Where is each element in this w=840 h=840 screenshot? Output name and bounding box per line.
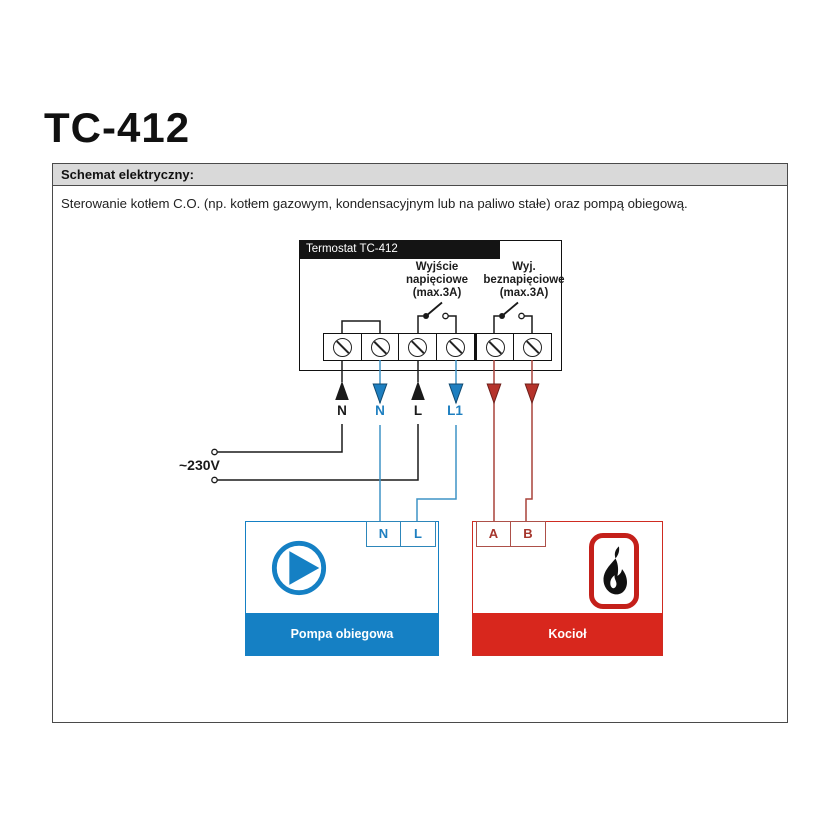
screw-icon <box>485 337 505 357</box>
terminal-2 <box>362 334 400 360</box>
dry-output-label: Wyj. beznapięciowe (max.3A) <box>473 261 575 300</box>
flame-icon <box>589 533 639 609</box>
pump-icon <box>271 540 327 596</box>
terminal-strip <box>323 333 552 361</box>
terminal-6 <box>514 334 551 360</box>
screw-icon <box>370 337 390 357</box>
wire-label-l-supply: L <box>413 403 423 418</box>
pump-caption: Pompa obiegowa <box>246 613 438 655</box>
screw-icon <box>445 337 465 357</box>
dry-output-line3: (max.3A) <box>499 287 549 299</box>
dry-output-line2: beznapięciowe <box>483 274 565 286</box>
boiler-terminal-a: A <box>477 522 511 546</box>
terminal-5 <box>477 334 515 360</box>
boiler-caption: Kocioł <box>473 613 662 655</box>
pump-terminals: N L <box>366 521 436 547</box>
boiler-terminals: A B <box>476 521 546 547</box>
thermostat-title: Termostat TC-412 <box>299 240 500 259</box>
terminal-1 <box>324 334 362 360</box>
pump-terminal-l: L <box>414 526 422 541</box>
boiler-box: Kocioł <box>472 521 663 656</box>
voltage-output-line3: (max.3A) <box>412 287 462 299</box>
wire-label-l1-pump: L1 <box>447 403 463 418</box>
screw-icon <box>408 337 428 357</box>
voltage-output-line2: napięciowe <box>406 274 468 286</box>
screw-icon <box>523 337 543 357</box>
terminal-4 <box>437 334 477 360</box>
pump-terminal-n: N <box>367 522 401 546</box>
wire-label-n-supply: N <box>337 403 347 418</box>
wire-label-n-pump: N <box>375 403 385 418</box>
boiler-terminal-b: B <box>523 526 533 541</box>
voltage-output-label: Wyjście napięciowe (max.3A) <box>390 261 484 300</box>
terminal-3 <box>399 334 438 360</box>
dry-output-line1: Wyj. <box>512 261 536 273</box>
page-title: TC-412 <box>44 104 191 151</box>
mains-voltage-label: ~230V <box>179 457 220 473</box>
panel-description: Sterowanie kotłem C.O. (np. kotłem gazow… <box>61 196 688 211</box>
voltage-output-line1: Wyjście <box>415 261 459 273</box>
screw-icon <box>332 337 352 357</box>
panel-header: Schemat elektryczny: <box>53 164 787 186</box>
